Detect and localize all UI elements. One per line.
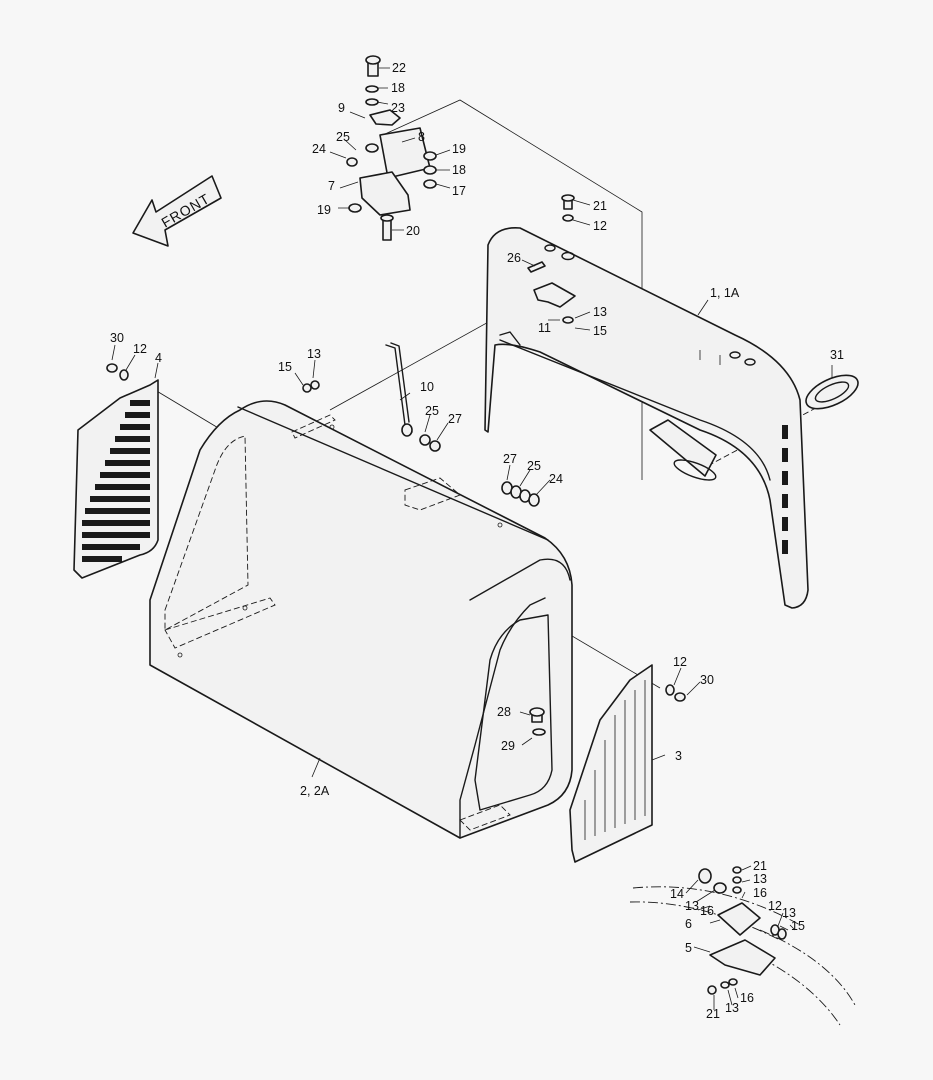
- callout-16: 16: [740, 991, 754, 1005]
- callout-25: 25: [527, 459, 541, 473]
- callout-25: 25: [425, 404, 439, 418]
- callout-31: 31: [830, 348, 844, 362]
- callout-18: 18: [452, 163, 466, 177]
- callout-13: 13: [307, 347, 321, 361]
- callout-13: 13: [685, 899, 699, 913]
- callout-26: 26: [507, 251, 521, 265]
- callout-3: 3: [675, 749, 682, 763]
- callout-6: 6: [685, 917, 692, 931]
- callout-7: 7: [328, 179, 335, 193]
- callout-labels: 22 18 9 23 25 8 24 19 18 7 17 19 20 21 1…: [110, 61, 844, 1021]
- cover-vent-slots: [782, 425, 788, 554]
- hinge-11: [527, 194, 576, 324]
- perforated-panel-4: [73, 379, 159, 579]
- front-arrow: FRONT: [132, 175, 222, 247]
- rod-10: [385, 342, 413, 437]
- callout-11: 11: [538, 321, 551, 335]
- callout-9: 9: [338, 101, 345, 115]
- callout-23: 23: [391, 101, 405, 115]
- callout-15: 15: [278, 360, 292, 374]
- callout-20: 20: [406, 224, 420, 238]
- callout-30: 30: [700, 673, 714, 687]
- main-enclosure: [149, 400, 573, 839]
- callout-27: 27: [448, 412, 462, 426]
- panel-perforations: [82, 400, 150, 562]
- callout-15: 15: [791, 919, 805, 933]
- callout-27: 27: [503, 452, 517, 466]
- callout-17: 17: [452, 184, 466, 198]
- callout-15: 15: [593, 324, 607, 338]
- callout-19: 19: [452, 142, 466, 156]
- callout-21: 21: [593, 199, 607, 213]
- callout-12: 12: [593, 219, 607, 233]
- callout-12: 12: [133, 342, 147, 356]
- hardware-parts: [106, 363, 686, 736]
- callout-25: 25: [336, 130, 350, 144]
- callout-1-1a: 1, 1A: [710, 286, 740, 300]
- callout-16: 16: [700, 904, 714, 918]
- grommet-31: [805, 374, 859, 410]
- callout-22: 22: [392, 61, 406, 75]
- callout-13: 13: [782, 906, 796, 920]
- callout-19: 19: [317, 203, 331, 217]
- callout-12: 12: [673, 655, 687, 669]
- bracket-assembly: [629, 866, 856, 1026]
- callout-29: 29: [501, 739, 515, 753]
- callout-24: 24: [549, 472, 563, 486]
- callout-21: 21: [706, 1007, 720, 1021]
- callout-28: 28: [497, 705, 511, 719]
- callout-8: 8: [418, 130, 425, 144]
- callout-18: 18: [391, 81, 405, 95]
- callout-4: 4: [155, 351, 162, 365]
- callout-13: 13: [725, 1001, 739, 1015]
- callout-24: 24: [312, 142, 326, 156]
- callout-30: 30: [110, 331, 124, 345]
- callout-12: 12: [768, 899, 782, 913]
- callout-13: 13: [753, 872, 767, 886]
- callout-13: 13: [593, 305, 607, 319]
- callout-14: 14: [670, 887, 684, 901]
- callout-10: 10: [420, 380, 434, 394]
- latch-assembly: [346, 55, 437, 241]
- callout-2-2a: 2, 2A: [300, 784, 330, 798]
- callout-leaders: [111, 67, 833, 1010]
- louvered-panel-3: [569, 664, 653, 863]
- callout-5: 5: [685, 941, 692, 955]
- callout-16: 16: [753, 886, 767, 900]
- callout-21: 21: [753, 859, 767, 873]
